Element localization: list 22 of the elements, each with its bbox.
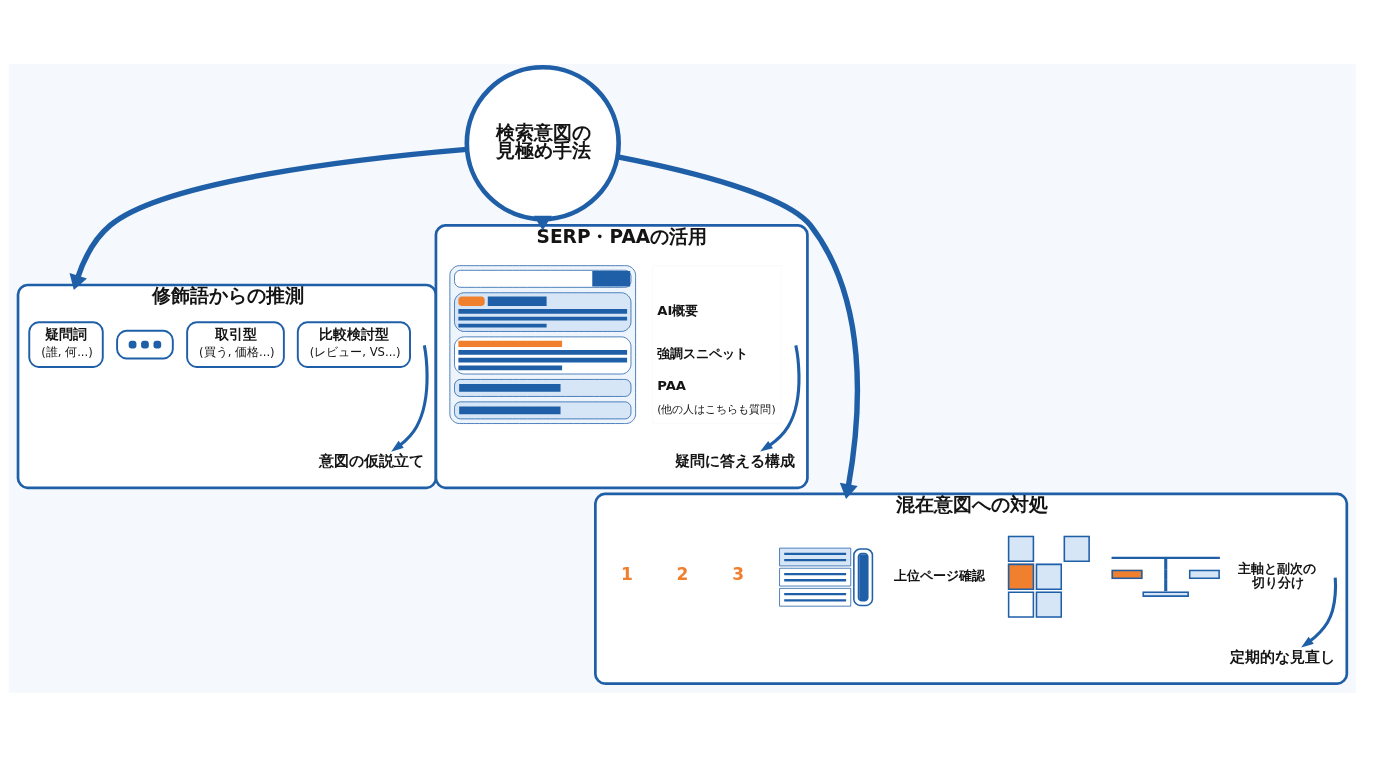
arrow xyxy=(617,154,860,500)
arrow xyxy=(391,345,429,452)
arrow xyxy=(533,215,552,231)
node-box: 疑問詞 (誰, 何...) xyxy=(28,321,104,368)
node-box: 取引型 (買う, 価格...) xyxy=(186,321,285,368)
node-label: 主軸と副次の切り分け xyxy=(1238,561,1317,590)
node-label: 上位ページ確認 xyxy=(894,567,986,583)
label: 3 xyxy=(732,564,745,585)
node-label: AI概要 xyxy=(657,302,699,318)
arrow xyxy=(760,345,801,452)
node-label: (他の人はこちらも質問) xyxy=(657,403,776,417)
node-bubble xyxy=(116,329,174,360)
node-text: 定期的な見直し xyxy=(1229,648,1335,666)
label: 2 xyxy=(676,564,689,585)
arrow xyxy=(1301,577,1338,648)
node-label: 強調スニペット xyxy=(657,345,749,361)
node-box: 比較検討型 (レビュー, VS...) xyxy=(296,321,411,368)
node-text: 意図の仮説立て xyxy=(319,452,425,470)
node-label: PAA xyxy=(657,378,687,394)
node-text: 疑問に答える構成 xyxy=(675,452,796,470)
label: 1 xyxy=(620,564,633,585)
arrow xyxy=(69,146,467,290)
